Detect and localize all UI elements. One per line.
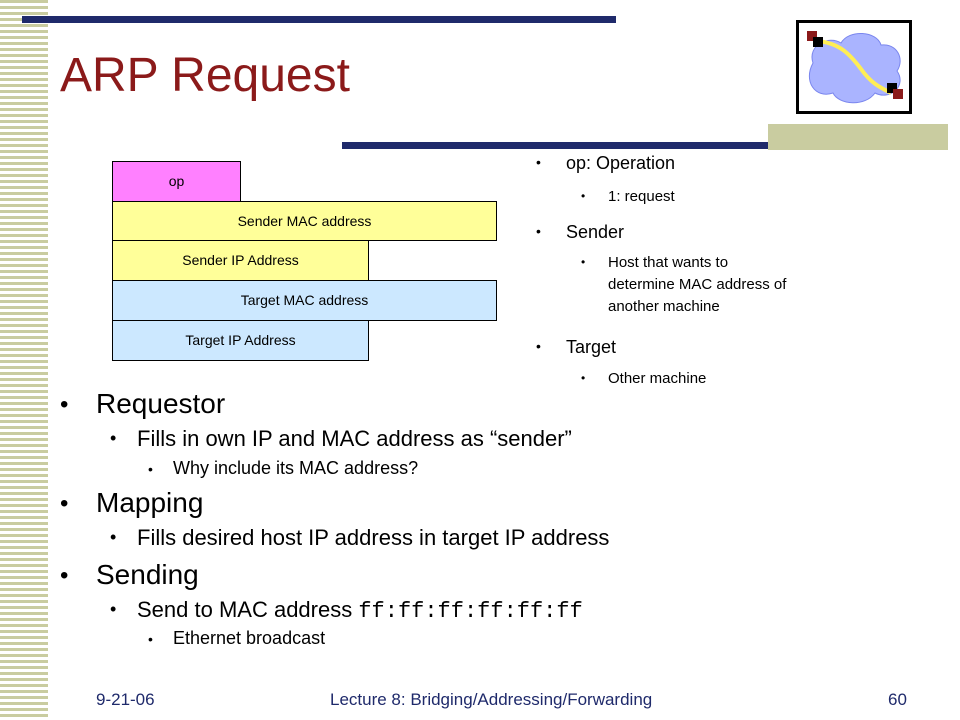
footer-date: 9-21-06 (96, 690, 155, 709)
bullet-sending-to: Send to MAC address ff:ff:ff:ff:ff:ff (137, 597, 583, 624)
bullet-dot: • (60, 490, 69, 517)
bullet-dot: • (581, 189, 586, 203)
bullet-dot: • (536, 154, 541, 170)
field-target-ip: Target IP Address (112, 320, 369, 361)
bullet-dot: • (60, 562, 69, 589)
mid-rule (342, 142, 936, 149)
note-sender-desc-3: another machine (608, 298, 720, 315)
slide-title: ARP Request (60, 49, 350, 102)
note-sender: Sender (566, 222, 625, 242)
cloud-network-icon (807, 31, 903, 104)
bullet-dot: • (148, 631, 153, 647)
bullet-requestor: Requestor (96, 388, 226, 419)
bullet-requestor-why: Why include its MAC address? (173, 458, 419, 478)
top-rule (22, 16, 616, 23)
bullet-mapping: Mapping (96, 487, 204, 518)
footer-lecture: Lecture 8: Bridging/Addressing/Forwardin… (330, 690, 653, 709)
bullet-dot: • (581, 255, 586, 269)
bullet-ethernet-broadcast: Ethernet broadcast (173, 628, 326, 648)
note-target: Target (566, 337, 617, 357)
note-op: op: Operation (566, 153, 676, 173)
sending-to-label: Send to MAC address (137, 597, 359, 622)
bullet-sending: Sending (96, 559, 199, 590)
field-sender-ip: Sender IP Address (112, 240, 369, 281)
note-op-request: 1: request (608, 188, 675, 205)
bullet-dot: • (148, 461, 153, 477)
broadcast-mac-address: ff:ff:ff:ff:ff:ff (358, 599, 583, 624)
bullet-dot: • (110, 599, 117, 619)
bullet-dot: • (536, 223, 541, 239)
field-op: op (112, 161, 241, 202)
bullet-requestor-fill: Fills in own IP and MAC address as “send… (137, 426, 572, 451)
network-cloud-logo (796, 20, 912, 114)
field-sender-mac: Sender MAC address (112, 201, 497, 241)
note-sender-desc-1: Host that wants to (608, 254, 729, 271)
bullet-dot: • (110, 428, 117, 448)
bullet-dot: • (110, 527, 117, 547)
left-stripe-decoration (0, 0, 48, 720)
bullet-dot: • (60, 391, 69, 418)
field-target-mac: Target MAC address (112, 280, 497, 321)
bullet-dot: • (581, 371, 586, 385)
bullet-mapping-fill: Fills desired host IP address in target … (137, 525, 610, 550)
bullet-dot: • (536, 338, 541, 354)
note-target-desc: Other machine (608, 370, 707, 387)
footer-page-number: 60 (888, 690, 907, 709)
mid-olive-block (768, 124, 948, 150)
note-sender-desc-2: determine MAC address of (608, 276, 787, 293)
